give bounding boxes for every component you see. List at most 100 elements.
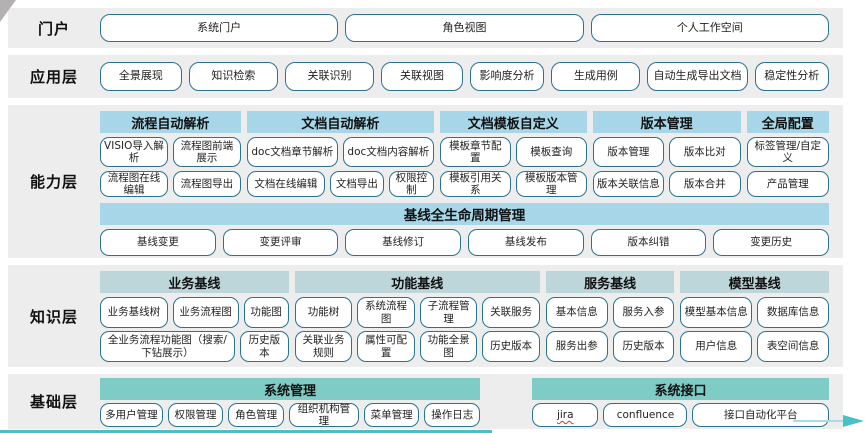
arrow-tail: [793, 420, 843, 422]
baseline-button[interactable]: 基线修订: [345, 229, 462, 256]
knowledge-button[interactable]: 功能树: [294, 297, 353, 328]
portal-button-system-portal[interactable]: 系统门户: [100, 14, 339, 42]
layer-band-foundation: 基础层 系统管理 多用户管理 权限管理 角色管理 组织机构管理 菜单管理 操作日…: [8, 374, 843, 429]
group-header: 文档模板自定义: [439, 111, 587, 133]
portal-button-role-view[interactable]: 角色视图: [345, 14, 584, 42]
app-button[interactable]: 稳定性分析: [754, 62, 829, 91]
foundation-button[interactable]: 权限管理: [167, 403, 224, 427]
layer-band-application: 应用层 全景展现 知识检索 关联识别 关联视图 影响度分析 生成用例 自动生成导…: [8, 55, 843, 98]
app-button[interactable]: 知识检索: [188, 62, 278, 91]
knowledge-button[interactable]: 属性可配置: [357, 331, 415, 362]
group-header: 系统管理: [100, 378, 481, 400]
knowledge-button[interactable]: 基本信息: [545, 297, 608, 328]
group-header: 功能基线: [294, 271, 540, 293]
foundation-button-confluence[interactable]: confluence: [603, 403, 688, 427]
foundation-group-system-mgmt: 系统管理 多用户管理 权限管理 角色管理 组织机构管理 菜单管理 操作日志: [100, 378, 481, 429]
knowledge-button[interactable]: 功能图: [243, 297, 289, 328]
capability-group-version-mgmt: 版本管理 版本管理 版本比对 版本关联信息 版本合并: [592, 111, 741, 197]
app-button[interactable]: 生成用例: [551, 62, 641, 91]
capability-button[interactable]: 模板章节配置: [439, 137, 511, 167]
knowledge-group-business-baseline: 业务基线 业务基线树 业务流程图 功能图 全业务流程功能图（搜索/下钻展示） 历…: [100, 271, 289, 362]
arrow-head-icon: [843, 415, 864, 427]
capability-button[interactable]: 文档导出: [329, 171, 384, 197]
baseline-button[interactable]: 变更评审: [222, 229, 339, 256]
knowledge-button[interactable]: 服务入参: [612, 297, 675, 328]
layer-label-portal: 门户: [37, 19, 70, 38]
group-header: 服务基线: [545, 271, 675, 293]
portal-button-personal-workspace[interactable]: 个人工作空间: [590, 14, 829, 42]
knowledge-button[interactable]: 历史版本: [239, 331, 289, 362]
app-button[interactable]: 关联视图: [381, 62, 463, 91]
capability-button[interactable]: 标签管理/自定义: [746, 137, 829, 167]
capability-button[interactable]: 模板查询: [515, 137, 587, 167]
capability-button[interactable]: 流程图在线编辑: [100, 171, 168, 197]
knowledge-button[interactable]: 业务基线树: [100, 297, 168, 328]
knowledge-button[interactable]: 关联业务规则: [294, 331, 353, 362]
knowledge-button[interactable]: 历史版本: [612, 331, 675, 362]
flow-arrow: [793, 415, 864, 427]
layer-band-knowledge: 知识层 业务基线 业务基线树 业务流程图 功能图 全业务流程功能图（搜索/下钻展…: [8, 265, 843, 367]
knowledge-button[interactable]: 全业务流程功能图（搜索/下钻展示）: [100, 331, 235, 362]
group-header: 业务基线: [100, 271, 289, 293]
capability-button[interactable]: VISIO导入解析: [100, 137, 168, 167]
capability-button[interactable]: doc文档内容解析: [342, 137, 434, 167]
capability-group-process-parse: 流程自动解析 VISIO导入解析 流程图前端展示 流程图在线编辑 流程图导出: [100, 111, 241, 197]
baseline-button[interactable]: 版本纠错: [590, 229, 707, 256]
knowledge-button[interactable]: 业务流程图: [172, 297, 239, 328]
capability-button[interactable]: 版本关联信息: [592, 171, 665, 197]
capability-button[interactable]: 模板引用关系: [439, 171, 511, 197]
foundation-button-interface-platform[interactable]: 接口自动化平台: [692, 403, 830, 427]
capability-group-template-custom: 文档模板自定义 模板章节配置 模板查询 模板引用关系 模板版本管理: [439, 111, 587, 197]
knowledge-button[interactable]: 用户信息: [680, 331, 753, 362]
capability-button[interactable]: 产品管理: [746, 171, 829, 197]
foundation-group-system-interface: 系统接口 jira confluence 接口自动化平台: [532, 378, 830, 429]
knowledge-button[interactable]: 功能全景图: [419, 331, 478, 362]
group-header: 流程自动解析: [100, 111, 241, 133]
capability-button[interactable]: 流程图导出: [172, 171, 241, 197]
knowledge-button[interactable]: 历史版本: [482, 331, 540, 362]
group-header: 版本管理: [592, 111, 741, 133]
app-button[interactable]: 关联识别: [284, 62, 375, 91]
capability-button[interactable]: 版本管理: [592, 137, 665, 167]
layer-label-application: 应用层: [29, 68, 78, 86]
capability-group-global-config: 全局配置 标签管理/自定义 产品管理: [746, 111, 829, 197]
group-header: 系统接口: [532, 378, 829, 400]
knowledge-group-service-baseline: 服务基线 基本信息 服务入参 服务出参 历史版本: [545, 271, 675, 362]
baseline-button[interactable]: 基线发布: [468, 229, 584, 256]
layer-label-knowledge: 知识层: [29, 307, 78, 326]
capability-button[interactable]: 权限控制: [388, 171, 434, 197]
app-button[interactable]: 影响度分析: [469, 62, 545, 91]
capability-button[interactable]: 流程图前端展示: [172, 137, 241, 167]
app-button[interactable]: 全景展现: [100, 62, 182, 91]
bottom-accent-line: [0, 430, 492, 433]
app-button[interactable]: 自动生成导出文档: [647, 62, 748, 91]
knowledge-group-model-baseline: 模型基线 模型基本信息 数据库信息 用户信息 表空间信息: [680, 271, 829, 362]
foundation-button[interactable]: 操作日志: [424, 403, 481, 427]
foundation-button-jira[interactable]: jira: [532, 403, 599, 427]
foundation-button[interactable]: 组织机构管理: [288, 403, 359, 427]
capability-button[interactable]: 版本合并: [669, 171, 741, 197]
knowledge-button[interactable]: 服务出参: [545, 331, 608, 362]
foundation-button[interactable]: 菜单管理: [363, 403, 420, 427]
knowledge-button[interactable]: 表空间信息: [757, 331, 829, 362]
baseline-button[interactable]: 基线变更: [100, 229, 216, 256]
capability-button[interactable]: 文档在线编辑: [246, 171, 325, 197]
knowledge-button[interactable]: 子流程管理: [419, 297, 478, 328]
foundation-button[interactable]: 多用户管理: [100, 403, 163, 427]
layer-label-foundation: 基础层: [29, 393, 78, 411]
layer-label-capability: 能力层: [29, 173, 78, 191]
foundation-button[interactable]: 角色管理: [228, 403, 284, 427]
baseline-button[interactable]: 变更历史: [713, 229, 830, 256]
capability-group-doc-parse: 文档自动解析 doc文档章节解析 doc文档内容解析 文档在线编辑 文档导出 权…: [246, 111, 434, 197]
capability-button[interactable]: 版本比对: [669, 137, 741, 167]
layer-band-portal: 门户 系统门户 角色视图 个人工作空间: [8, 8, 843, 48]
capability-button[interactable]: 模板版本管理: [515, 171, 587, 197]
capability-button[interactable]: doc文档章节解析: [246, 137, 338, 167]
group-header: 全局配置: [746, 111, 829, 133]
knowledge-button[interactable]: 系统流程图: [357, 297, 415, 328]
layer-band-capability: 能力层 流程自动解析 VISIO导入解析 流程图前端展示 流程图在线编辑 流程图…: [8, 105, 843, 258]
knowledge-button[interactable]: 数据库信息: [757, 297, 829, 328]
group-header: 模型基线: [680, 271, 829, 293]
knowledge-button[interactable]: 关联服务: [482, 297, 540, 328]
knowledge-button[interactable]: 模型基本信息: [680, 297, 753, 328]
